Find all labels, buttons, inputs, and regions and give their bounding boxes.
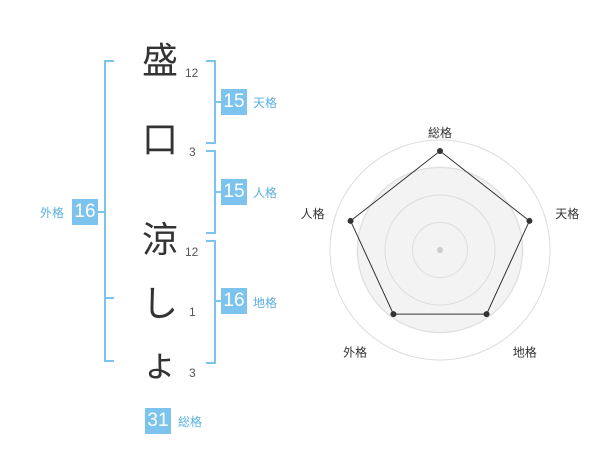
jinkaku-label: 人格 [253,186,278,200]
gaikaku-badge: 16 [72,199,98,225]
radar-center-dot [437,247,443,253]
tenkaku-label: 天格 [253,96,278,110]
chikaku-badge: 16 [221,288,247,314]
jinkaku-badge: 15 [221,179,247,205]
stroke-count-3: 12 [185,245,199,259]
radar-axis-label-3: 地格 [513,345,537,360]
gaikaku-split-tick [104,297,114,299]
stroke-count-1: 12 [185,66,199,80]
gaikaku-connector [98,211,104,213]
radar-series-polygon [349,150,531,315]
radar-ring-1 [412,222,468,278]
radar-point-2 [526,217,533,224]
stroke-count-2: 3 [189,145,196,159]
name-char-2: 口 [142,120,179,161]
soukaku-label: 総格 [178,415,203,429]
radar-axis-label-5: 人格 [301,206,325,221]
radar-axis-label-1: 総格 [428,125,452,140]
radar-point-3 [483,311,490,318]
radar-point-1 [437,148,443,154]
radar-ring-2 [384,194,496,306]
name-char-5: ょ [142,344,179,385]
stroke-count-5: 3 [189,366,196,380]
jinkaku-connector [214,191,221,193]
radar-axis-label-4: 外格 [343,345,367,360]
radar-ring-4 [329,139,551,361]
gaikaku-bracket [104,60,114,362]
name-char-1: 盛 [142,41,179,82]
chikaku-label: 地格 [253,296,278,310]
radar-axis-label-2: 天格 [555,206,579,221]
chikaku-connector [214,300,221,302]
name-char-4: し [142,284,179,325]
radar-ring-3 [357,167,523,333]
tenkaku-badge: 15 [221,89,247,115]
gaikaku-label: 外格 [40,206,65,220]
radar-point-5 [347,217,354,224]
stroke-count-4: 1 [189,305,196,319]
soukaku-badge: 31 [145,408,171,434]
radar-point-4 [390,311,397,318]
name-char-3: 涼 [142,220,179,261]
tenkaku-connector [214,101,221,103]
chikaku-bracket [206,240,216,364]
